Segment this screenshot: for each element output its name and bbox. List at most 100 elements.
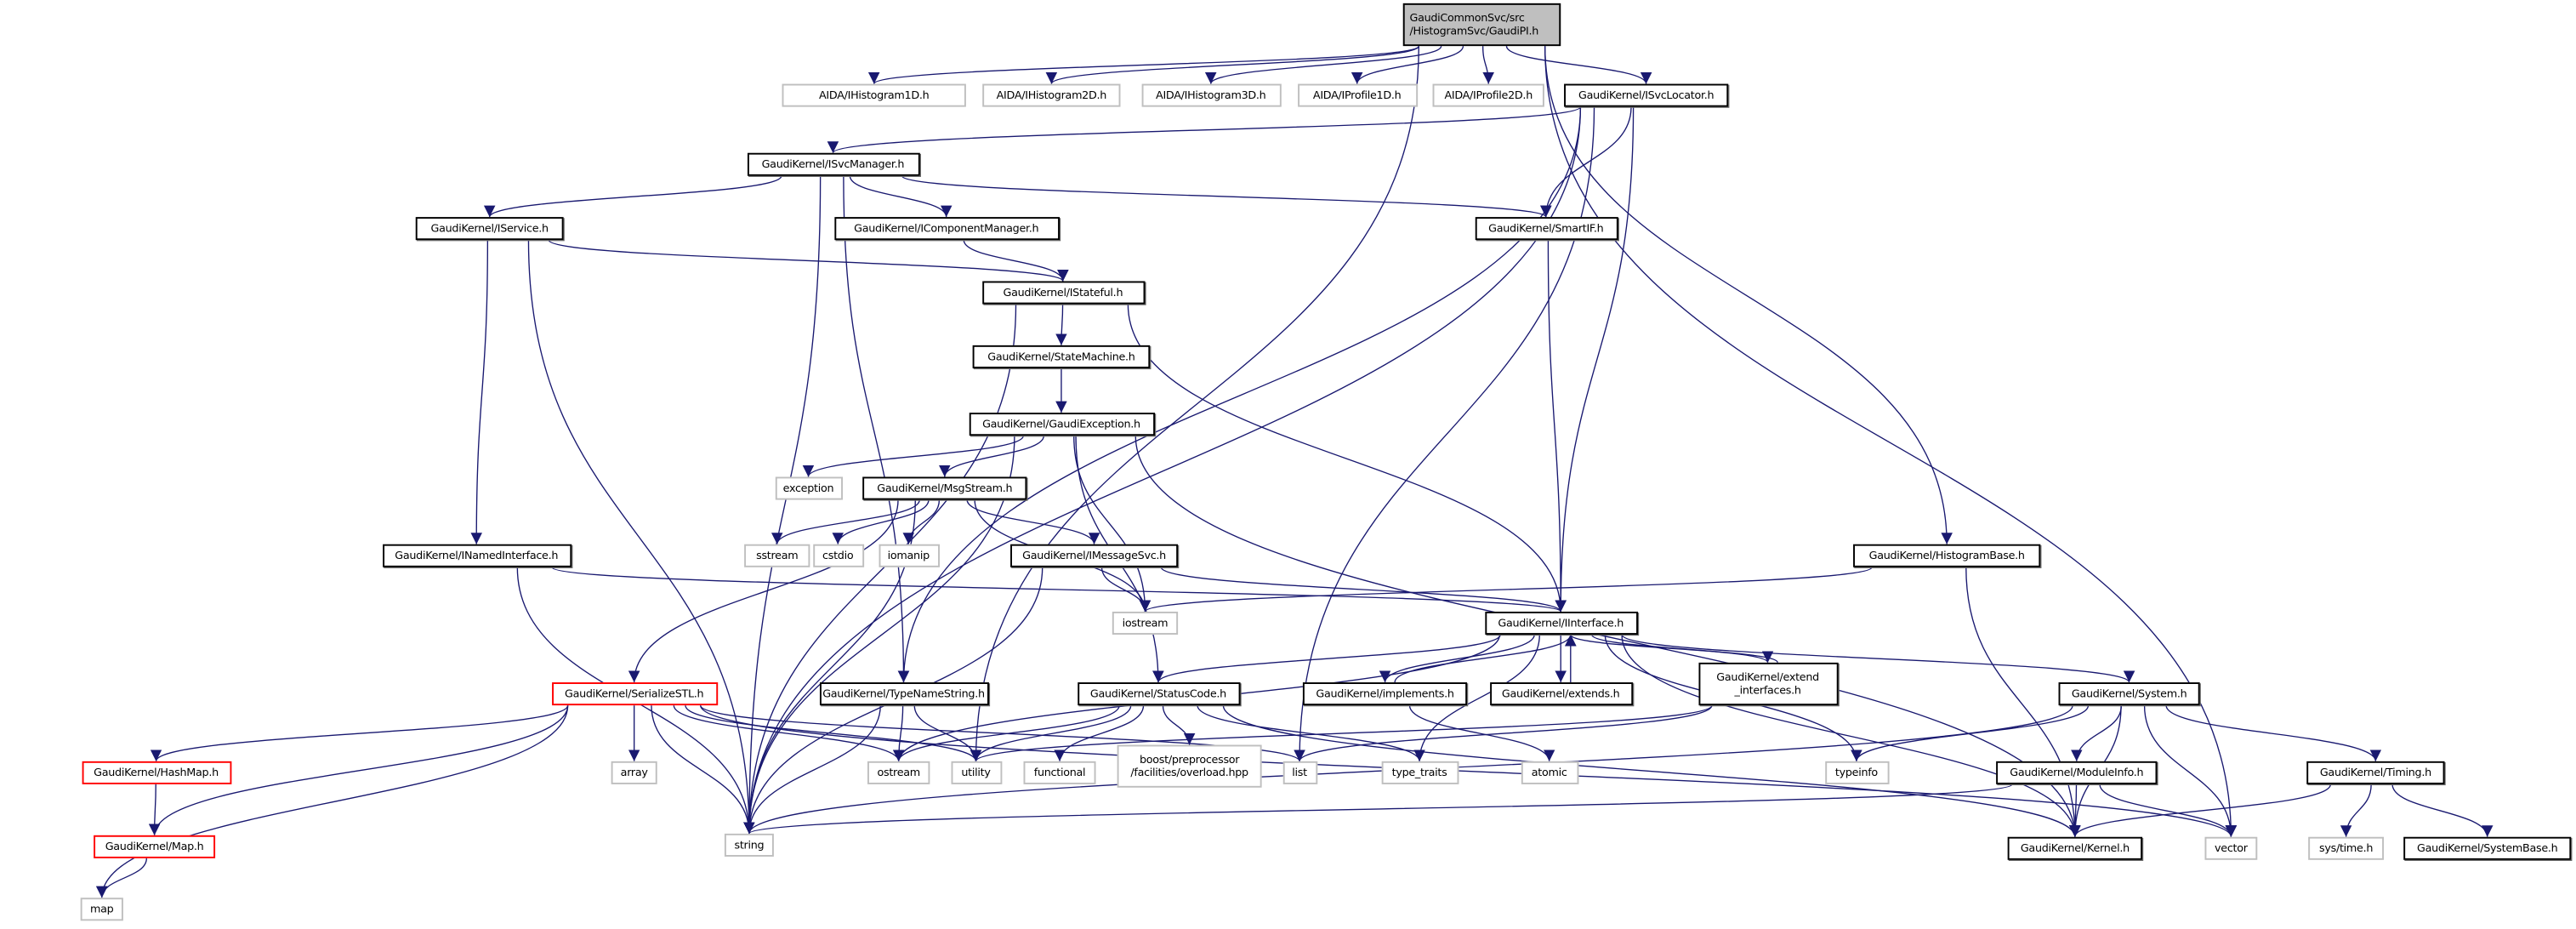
node-cstdio[interactable]: cstdio (812, 544, 864, 567)
node-atomic[interactable]: atomic (1520, 761, 1578, 784)
edge-root-to-prof2 (1481, 46, 1494, 84)
edge-iinterface-to-implements (1379, 634, 1535, 683)
edge-root-to-svcloc (1505, 45, 1652, 84)
node-label: GaudiKernel/IInterface.h (1498, 616, 1624, 630)
node-list[interactable]: list (1282, 761, 1317, 784)
node-hashmap[interactable]: GaudiKernel/HashMap.h (81, 761, 231, 784)
edge-msgstream-to-sstream (771, 499, 920, 544)
node-implements[interactable]: GaudiKernel/implements.h (1302, 682, 1468, 706)
node-ostream[interactable]: ostream (867, 761, 930, 784)
node-iservice[interactable]: GaudiKernel/IService.h (415, 217, 564, 241)
node-svcloc[interactable]: GaudiKernel/ISvcLocator.h (1564, 83, 1729, 107)
edge-system-to-timing (2165, 704, 2382, 762)
node-istateful[interactable]: GaudiKernel/IStateful.h (981, 281, 1145, 305)
edge-extendif-to-iinterface (1565, 634, 1778, 664)
node-moduleinfo[interactable]: GaudiKernel/ModuleInfo.h (1996, 761, 2158, 784)
node-prof1[interactable]: AIDA/IProfile1D.h (1297, 83, 1418, 107)
edge-svcloc-to-smartif (1540, 106, 1632, 218)
node-aida3[interactable]: AIDA/IHistogram3D.h (1140, 83, 1281, 107)
node-extendif[interactable]: GaudiKernel/extend_interfaces.h (1697, 662, 1838, 706)
node-hbase[interactable]: GaudiKernel/HistogramBase.h (1853, 544, 2041, 567)
node-label: AIDA/IHistogram1D.h (819, 88, 930, 102)
node-map_h[interactable]: GaudiKernel/Map.h (94, 835, 216, 858)
node-statuscode[interactable]: GaudiKernel/StatusCode.h (1077, 682, 1240, 706)
edge-msgstream-to-serial (628, 499, 899, 683)
node-aida2[interactable]: AIDA/IHistogram2D.h (982, 83, 1121, 107)
node-typetraits[interactable]: type_traits (1380, 761, 1459, 784)
node-smartif[interactable]: GaudiKernel/SmartIF.h (1474, 217, 1618, 241)
node-label: AIDA/IProfile1D.h (1312, 88, 1402, 102)
edge-svcloc-to-string (743, 106, 1582, 834)
node-aida1[interactable]: AIDA/IHistogram1D.h (782, 83, 966, 107)
edge-serial-to-vector (700, 705, 2237, 837)
node-icompmgr[interactable]: GaudiKernel/IComponentManager.h (833, 217, 1060, 241)
edge-implements-to-atomic (1408, 705, 1555, 761)
edge-statuscode-to-kernel (1222, 705, 2081, 837)
node-iomanip[interactable]: iomanip (878, 544, 940, 567)
edge-implements-to-iinterface (1394, 634, 1577, 683)
edge-gexc-to-string (743, 436, 1015, 834)
node-systembase[interactable]: GaudiKernel/SystemBase.h (2403, 836, 2572, 860)
node-inamed[interactable]: GaudiKernel/INamedInterface.h (382, 544, 571, 567)
node-extends[interactable]: GaudiKernel/extends.h (1489, 682, 1633, 706)
node-label: GaudiKernel/SystemBase.h (2417, 841, 2558, 856)
edge-hashmap-to-map_h (148, 784, 161, 835)
edge-msgstream-to-imsgsvc (966, 499, 1100, 544)
node-label: AIDA/IHistogram2D.h (996, 88, 1107, 102)
node-iostream[interactable]: iostream (1112, 611, 1179, 635)
node-prof2[interactable]: AIDA/IProfile2D.h (1432, 83, 1544, 107)
edge-istateful-to-iinterface (1127, 304, 1567, 612)
edge-statuscode-to-functional (1054, 705, 1145, 761)
node-system[interactable]: GaudiKernel/System.h (2058, 682, 2200, 706)
node-vector[interactable]: vector (2204, 836, 2258, 860)
node-gexc[interactable]: GaudiKernel/GaudiException.h (968, 413, 1155, 436)
edge-serial-to-map_h (148, 705, 569, 835)
edge-svcmgr-to-icompmgr (849, 175, 952, 218)
node-map[interactable]: map (80, 898, 123, 921)
node-sstream[interactable]: sstream (744, 544, 810, 567)
edge-svcmgr-to-iservice (484, 175, 782, 218)
node-serial[interactable]: GaudiKernel/SerializeSTL.h (551, 682, 718, 706)
node-label: map (90, 903, 114, 916)
node-array[interactable]: array (611, 761, 657, 784)
node-svcmgr[interactable]: GaudiKernel/ISvcManager.h (747, 152, 919, 176)
edge-system-to-vector (2143, 705, 2238, 837)
node-msgstream[interactable]: GaudiKernel/MsgStream.h (862, 476, 1027, 500)
node-label: GaudiKernel/implements.h (1316, 687, 1454, 701)
node-iinterface[interactable]: GaudiKernel/IInterface.h (1484, 611, 1638, 635)
edge-statuscode-to-boost (1162, 705, 1196, 745)
node-label: list (1292, 766, 1307, 780)
node-exception[interactable]: exception (774, 476, 843, 500)
edge-iservice-to-inamed (470, 240, 489, 544)
edge-map_h-to-map (96, 858, 147, 898)
edge-root-to-prof1 (1351, 45, 1464, 84)
node-label: iostream (1122, 616, 1169, 630)
edge-root-to-aida2 (1045, 45, 1419, 85)
node-label: GaudiKernel/extends.h (1501, 687, 1620, 701)
node-root[interactable]: GaudiCommonSvc/src/HistogramSvc/GaudiPI.… (1402, 3, 1561, 47)
node-typename[interactable]: GaudiKernel/TypeNameString.h (819, 682, 988, 706)
node-label: GaudiKernel/Map.h (105, 840, 204, 854)
node-string[interactable]: string (724, 833, 774, 857)
edge-extendif-to-list (1294, 704, 1713, 762)
node-boost[interactable]: boost/preprocessor/facilities/overload.h… (1117, 744, 1262, 788)
node-timing[interactable]: GaudiKernel/Timing.h (2306, 761, 2445, 784)
node-imsgsvc[interactable]: GaudiKernel/IMessageSvc.h (1010, 544, 1179, 567)
node-statemachine[interactable]: GaudiKernel/StateMachine.h (972, 345, 1151, 368)
node-label: GaudiKernel/Kernel.h (2020, 841, 2130, 856)
node-typeinfo[interactable]: typeinfo (1824, 761, 1889, 784)
edge-istateful-to-string (743, 304, 1017, 834)
node-systime[interactable]: sys/time.h (2308, 836, 2385, 860)
edge-serial-to-ostream (673, 704, 905, 762)
node-functional[interactable]: functional (1023, 761, 1096, 784)
edge-moduleinfo-to-string (743, 784, 2013, 835)
node-label: iomanip (887, 549, 930, 562)
node-label: exception (782, 482, 834, 495)
node-utility[interactable]: utility (950, 761, 1002, 784)
node-kernel[interactable]: GaudiKernel/Kernel.h (2007, 836, 2143, 860)
edge-iservice-to-string (527, 240, 755, 834)
node-label: sys/time.h (2319, 841, 2374, 856)
edge-statuscode-to-utility (970, 704, 1132, 761)
node-label: /HistogramSvc/GaudiPI.h (1409, 24, 1539, 38)
